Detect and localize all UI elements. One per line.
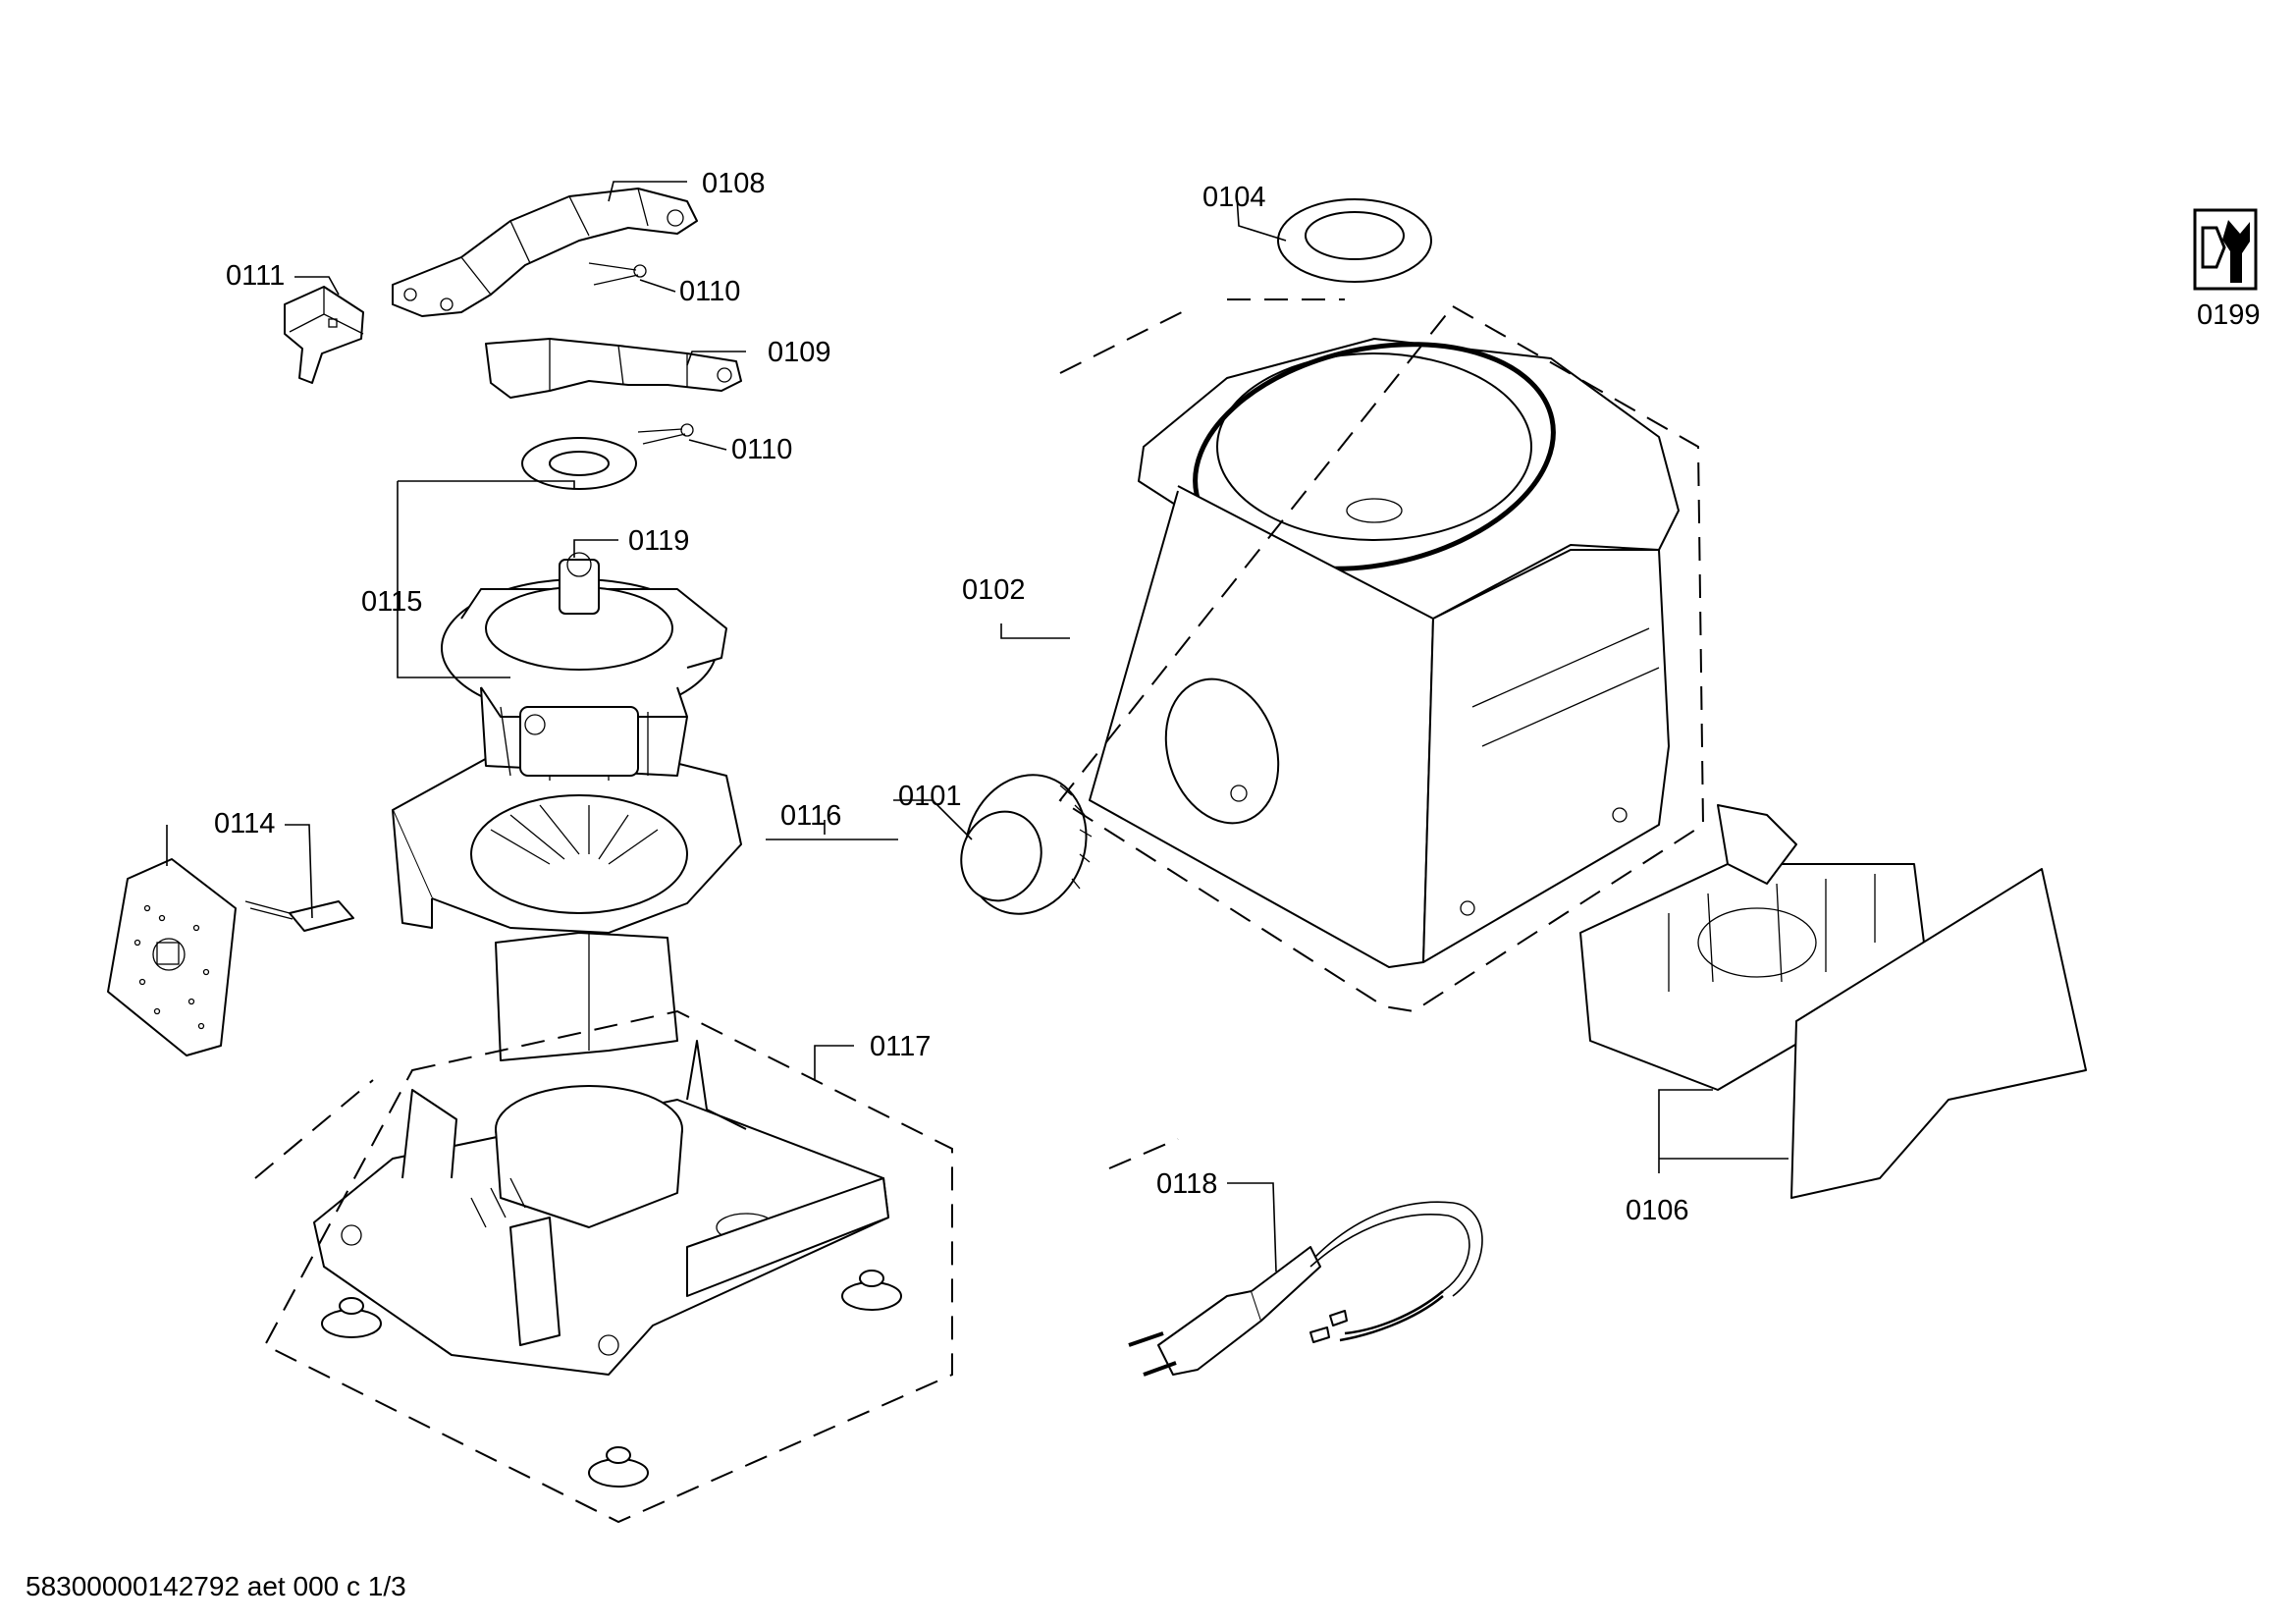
label-0116: 0116 <box>780 800 841 832</box>
part-0109-lower-arm[interactable] <box>485 338 742 399</box>
part-0101-knob[interactable] <box>946 758 1105 931</box>
label-0111: 0111 <box>226 260 285 292</box>
part-0111-bracket[interactable] <box>284 286 364 384</box>
part-0102-housing[interactable] <box>1089 313 1680 968</box>
label-0101: 0101 <box>898 781 962 812</box>
label-0110-upper: 0110 <box>679 276 740 307</box>
label-0104: 0104 <box>1202 182 1266 213</box>
label-0115: 0115 <box>361 586 422 618</box>
part-0119-motor[interactable] <box>441 552 727 781</box>
label-0114: 0114 <box>214 808 275 839</box>
part-0199-tool-icon[interactable] <box>2193 208 2258 291</box>
part-0118-power-cord[interactable] <box>1128 1201 1483 1377</box>
label-0119: 0119 <box>628 525 689 557</box>
part-0114-circuit-board[interactable] <box>107 858 354 1056</box>
document-footer: 58300000142792 aet 000 c 1/3 <box>26 1571 406 1601</box>
part-0108-upper-arm[interactable] <box>392 188 698 317</box>
part-0115-washer[interactable] <box>521 437 637 490</box>
label-0199: 0199 <box>2197 299 2261 331</box>
label-0117: 0117 <box>870 1031 931 1062</box>
label-0110-lower: 0110 <box>731 434 792 465</box>
dashed-outline-switch-box <box>1108 1138 1179 1169</box>
part-0110-spring-lower[interactable] <box>637 423 694 445</box>
label-0109: 0109 <box>768 337 831 368</box>
part-0117-base[interactable] <box>313 1040 889 1376</box>
label-0106: 0106 <box>1626 1195 1689 1226</box>
dashed-outline-housing <box>1058 298 1705 1013</box>
label-0108: 0108 <box>702 168 766 199</box>
part-labels: 0108 0111 0110 0109 0110 0119 0115 0116 … <box>214 168 2261 1226</box>
dashed-outline-base <box>254 1009 953 1524</box>
label-0102: 0102 <box>962 574 1026 606</box>
label-0118: 0118 <box>1156 1168 1217 1200</box>
part-0116-motor-fan-housing[interactable] <box>392 745 742 1061</box>
part-0110-spring-upper[interactable] <box>588 262 647 286</box>
part-0104-ring[interactable] <box>1277 198 1432 283</box>
part-0106-switch-box[interactable] <box>1579 804 2087 1199</box>
base-feet <box>321 1270 902 1488</box>
leader-lines <box>166 181 1789 1272</box>
